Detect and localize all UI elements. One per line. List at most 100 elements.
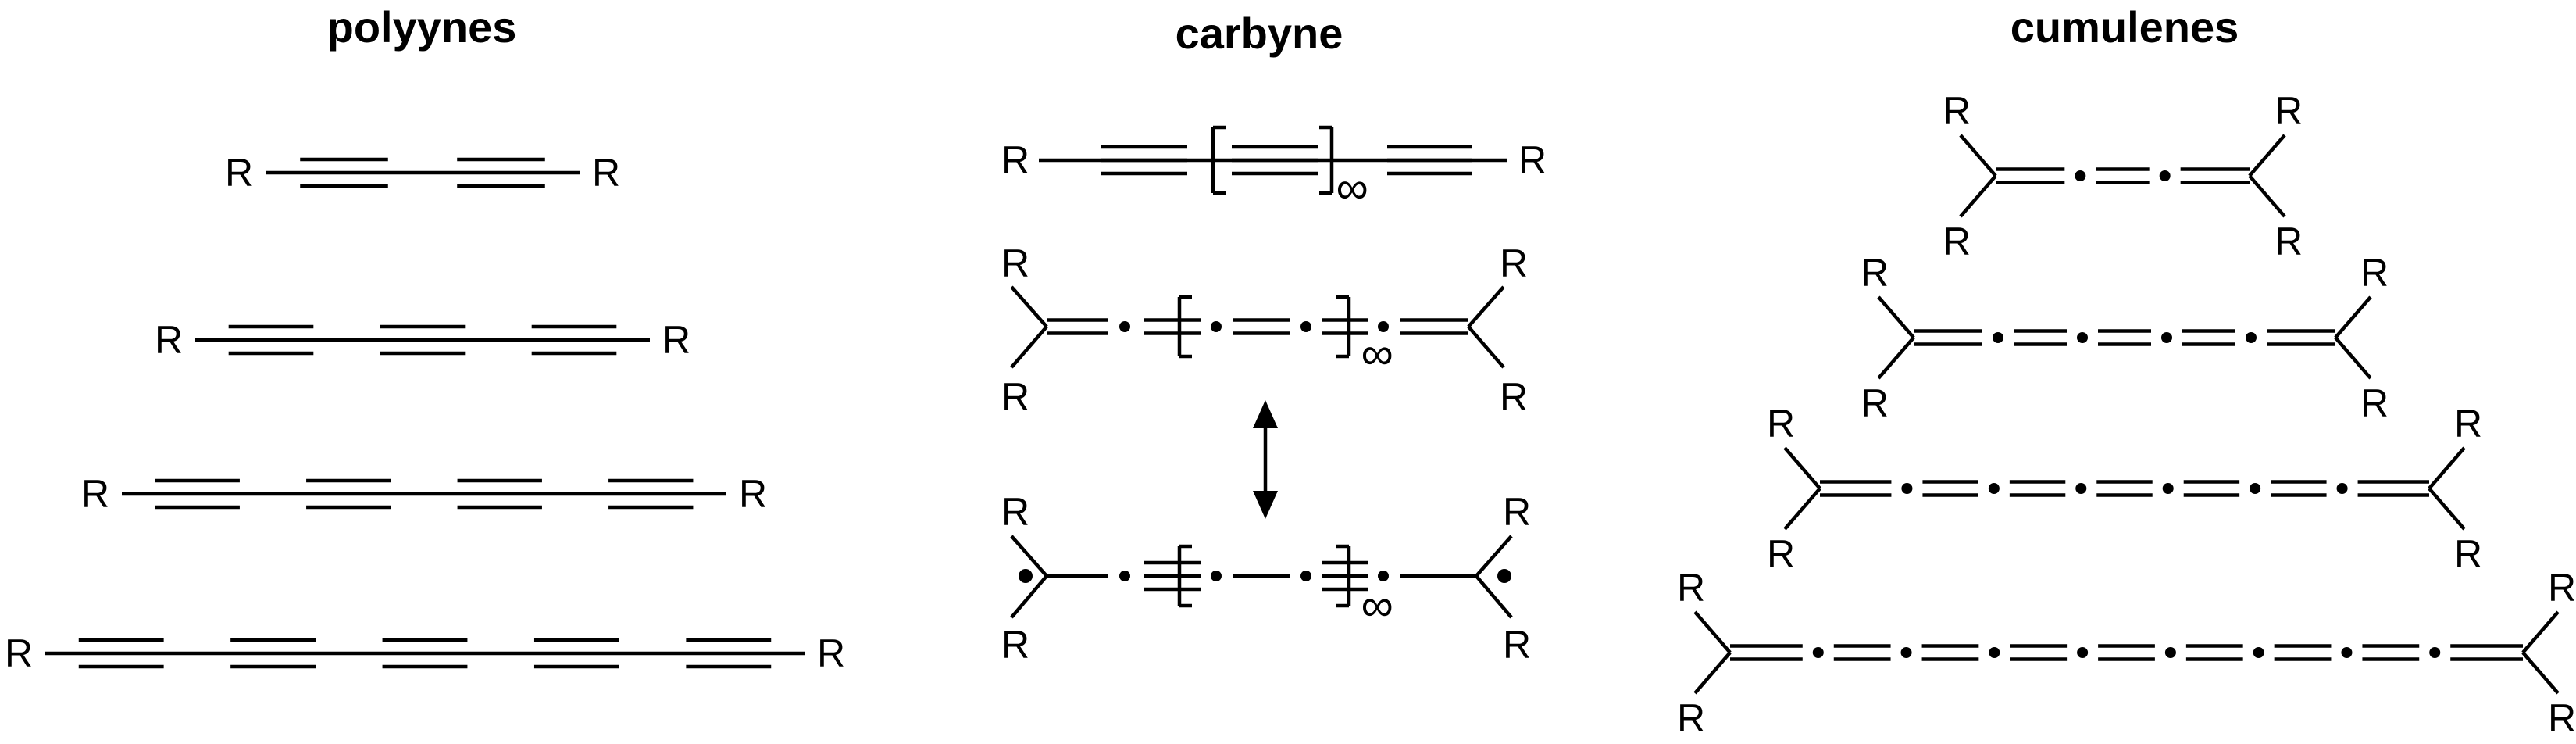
cumulene-4-r-left-bottom: R	[1677, 696, 1705, 740]
polyyne-4-r-left: R	[5, 631, 33, 675]
title-cumulenes: cumulenes	[2010, 2, 2239, 52]
cumulene-4-r-left-top: R	[1677, 566, 1705, 610]
cumulene-3-right-upper-bond	[2428, 446, 2466, 490]
cumulene-2-carbon-dot-2	[2077, 332, 2088, 343]
cumulene-3-r-left-top: R	[1767, 402, 1795, 445]
cumulene-4-r-right-bottom: R	[2548, 696, 2576, 740]
cumulene-1-r-left-bottom: R	[1943, 220, 1971, 263]
arrow-head-up	[1253, 400, 1278, 428]
polyyne-4-r-right: R	[817, 631, 845, 675]
carbyne-rad-radical-right	[1497, 569, 1511, 583]
cumulene-3-carbon-dot-2	[1988, 483, 2000, 494]
carbyne-resonance-arrow	[1253, 400, 1278, 519]
polyyne-2-r-right: R	[662, 318, 690, 362]
cumulene-2-left-lower-bond	[1877, 336, 1915, 380]
cumulene-2-r-left-bottom: R	[1861, 381, 1889, 425]
carbyne-cum-infinity-sub: ∞	[1361, 328, 1393, 379]
cumulene-2-r-right-bottom: R	[2360, 381, 2389, 425]
cumulene-1-left-lower-bond	[1959, 174, 1997, 218]
cumulene-2-carbon-dot-1	[1993, 332, 2003, 343]
polyyne-1-r-right: R	[592, 151, 620, 195]
carbyne-rad-right-upper-bond	[1475, 535, 1513, 578]
carbyne-cum-dot-1	[1119, 321, 1130, 332]
cumulene-3-carbon-dot-6	[2336, 483, 2348, 494]
cumulene-4-carbon-dot-2	[1900, 647, 1912, 658]
cumulene-2-right-lower-bond	[2334, 336, 2372, 380]
cumulene-2-r-left-top: R	[1861, 251, 1889, 295]
carbyne-rad-left-lower-bond	[1010, 574, 1048, 619]
carbyne-cum-r-right-bottom: R	[1500, 375, 1528, 419]
carbyne-rad-left-upper-bond	[1010, 535, 1048, 578]
cumulene-3-right-lower-bond	[2428, 487, 2466, 531]
cumulene-1-right-lower-bond	[2248, 174, 2286, 218]
cumulene-3-r-left-bottom: R	[1767, 532, 1795, 576]
carbyne-cum-dot-4	[1378, 321, 1389, 332]
cumulene-4-carbon-dot-7	[2341, 647, 2353, 658]
cumulene-2-right-upper-bond	[2334, 295, 2372, 339]
cumulene-4-carbon-dot-5	[2164, 647, 2176, 658]
carbyne-cum-r-left-bottom: R	[1001, 375, 1029, 419]
carbyne-rad-radical-left	[1019, 569, 1033, 583]
cumulene-3-left-lower-bond	[1783, 487, 1821, 531]
cumulene-2-carbon-dot-4	[2246, 332, 2257, 343]
cumulene-1-r-right-top: R	[2275, 89, 2303, 133]
carbyne-rad-dot-2	[1211, 571, 1222, 581]
cumulene-1-r-right-bottom: R	[2275, 220, 2303, 263]
arrow-head-down	[1253, 491, 1278, 519]
cumulene-4-carbon-dot-1	[1812, 647, 1824, 658]
cumulene-3-carbon-dot-1	[1901, 483, 1913, 494]
carbyne-rad-r-left-bottom: R	[1001, 623, 1029, 667]
cumulene-3-r-right-bottom: R	[2454, 532, 2482, 576]
cumulene-3-carbon-dot-5	[2250, 483, 2261, 494]
cumulene-4-left-upper-bond	[1693, 610, 1732, 654]
cumulene-4-right-lower-bond	[2521, 651, 2560, 695]
carbyne-cum-dot-2	[1211, 321, 1222, 332]
cumulene-3: R R R R	[1767, 402, 2482, 576]
polyyne-3-r-right: R	[739, 472, 767, 516]
cumulene-3-carbon-dot-4	[2162, 483, 2174, 494]
carbyne-infinity-sub: ∞	[1336, 163, 1368, 213]
cumulene-4: R R R R	[1677, 566, 2576, 740]
carbyne-rad-dot-4	[1378, 571, 1389, 581]
cumulene-2-r-right-top: R	[2360, 251, 2389, 295]
carbyne-rad-r-right-bottom: R	[1503, 623, 1531, 667]
title-carbyne: carbyne	[1176, 9, 1343, 58]
cumulene-4-r-right-top: R	[2548, 566, 2576, 610]
cumulene-2-left-upper-bond	[1877, 295, 1915, 339]
cumulene-2-carbon-dot-3	[2161, 332, 2172, 343]
carbyne-cum-left-upper-bond	[1010, 285, 1048, 328]
carbyne-radical-form: RR∞RR	[1001, 490, 1531, 667]
carbyne-rad-right-lower-bond	[1475, 574, 1513, 619]
polyyne-3-r-left: R	[81, 472, 109, 516]
carbyne-rad-infinity-sub: ∞	[1361, 580, 1393, 631]
carbyne-rad-dot-3	[1300, 571, 1311, 581]
cumulene-4-carbon-dot-3	[1989, 647, 2000, 658]
carbyne-cum-right-upper-bond	[1467, 285, 1505, 328]
carbyne-r-left: R	[1001, 138, 1029, 182]
cumulene-1: R R R R	[1943, 89, 2303, 263]
carbyne-cumulene-form: R R ∞ R R	[1001, 241, 1528, 419]
cumulene-4-carbon-dot-6	[2253, 647, 2264, 658]
cumulene-2: R R R R	[1861, 251, 2389, 425]
carbyne-cum-r-left-top: R	[1001, 241, 1029, 285]
cumulene-1-carbon-dot-1	[2075, 170, 2086, 181]
cumulene-1-right-upper-bond	[2248, 134, 2286, 177]
carbyne-cum-left-lower-bond	[1010, 325, 1048, 369]
cumulene-3-r-right-top: R	[2454, 402, 2482, 445]
cumulene-4-carbon-dot-4	[2077, 647, 2089, 658]
cumulene-4-right-upper-bond	[2521, 610, 2560, 654]
cumulene-1-carbon-dot-2	[2159, 170, 2171, 181]
cumulene-1-r-left-top: R	[1943, 89, 1971, 133]
title-polyynes: polyynes	[327, 2, 517, 52]
polyyne-2-r-left: R	[155, 318, 183, 362]
carbyne-cum-right-lower-bond	[1467, 325, 1505, 369]
cumulene-1-left-upper-bond	[1959, 134, 1997, 177]
carbyne-cum-r-right-top: R	[1500, 241, 1528, 285]
carbyne-r-right: R	[1518, 138, 1547, 182]
cumulene-4-carbon-dot-8	[2429, 647, 2441, 658]
polyyne-1-r-left: R	[225, 151, 253, 195]
